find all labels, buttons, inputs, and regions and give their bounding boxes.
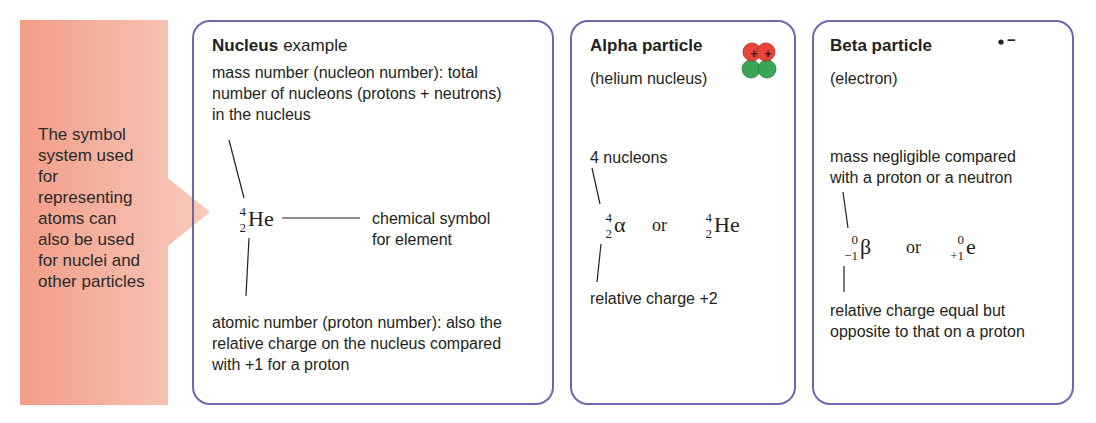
callout-text: The symbol system used for representing … <box>38 124 146 292</box>
charge-number: −1 <box>844 248 858 263</box>
connective-word: or <box>652 212 667 238</box>
panel-subheading: (electron) <box>830 68 1030 89</box>
leader-line <box>592 168 600 204</box>
element-symbol: He <box>714 212 740 238</box>
mass-number: 0 <box>852 232 859 247</box>
neutron-circle <box>742 60 760 78</box>
electron-dot <box>998 39 1003 44</box>
atomic-number: 2 <box>240 220 247 235</box>
leader-line <box>229 140 244 198</box>
neutron-circle <box>758 60 776 78</box>
particle-symbol: β <box>860 234 871 260</box>
leader-line <box>843 266 844 292</box>
mass-number: 0 <box>958 232 965 247</box>
annotation-text: atomic number (proton number): also the … <box>212 312 532 375</box>
alpha-panel: Alpha particle + + (helium nucleus) 4 nucleo… <box>570 20 796 405</box>
leader-line <box>843 192 848 228</box>
panel-heading: Beta particle <box>830 36 932 56</box>
helium-nucleus-icon <box>742 43 776 78</box>
charge-sign: − <box>1007 32 1016 48</box>
annotation-text: mass negligible compared with a proton o… <box>830 146 1035 188</box>
callout-fill <box>20 20 210 405</box>
annotation-text: 4 nucleons <box>590 147 780 168</box>
atomic-number: 2 <box>606 226 613 241</box>
nucleus-panel: Nucleusexample mass number (nucleon numbe… <box>192 20 554 405</box>
leader-line <box>597 244 601 282</box>
mass-number: 4 <box>606 210 613 225</box>
panel-heading: Nucleus <box>212 36 278 56</box>
annotation-text: mass number (nucleon number): total numb… <box>212 62 512 125</box>
panel-heading: example <box>283 36 347 56</box>
panel-subheading: (helium nucleus) <box>590 68 780 89</box>
proton-circle <box>757 43 775 61</box>
callout-arrow: The symbol system used for representing … <box>20 20 212 405</box>
particle-symbol: e <box>966 234 976 260</box>
charge-sign: + <box>750 47 757 61</box>
element-symbol: He <box>248 206 274 232</box>
annotation-text: relative charge +2 <box>590 288 785 309</box>
leader-line <box>246 238 249 296</box>
annotation-text: chemical symbol for element <box>372 208 504 250</box>
connective-word: or <box>906 234 921 260</box>
leader-line <box>282 217 360 218</box>
mass-number: 4 <box>706 210 713 225</box>
atomic-number: 2 <box>706 226 713 241</box>
particle-symbol: α <box>614 212 626 238</box>
mass-number: 4 <box>240 204 247 219</box>
panel-heading: Alpha particle <box>590 36 702 56</box>
annotation-text: relative charge equal but opposite to th… <box>830 300 1052 342</box>
charge-sign: + <box>764 47 771 61</box>
beta-panel: Beta particle − (electron) mass negligible … <box>812 20 1074 405</box>
charge-number: +1 <box>950 248 964 263</box>
